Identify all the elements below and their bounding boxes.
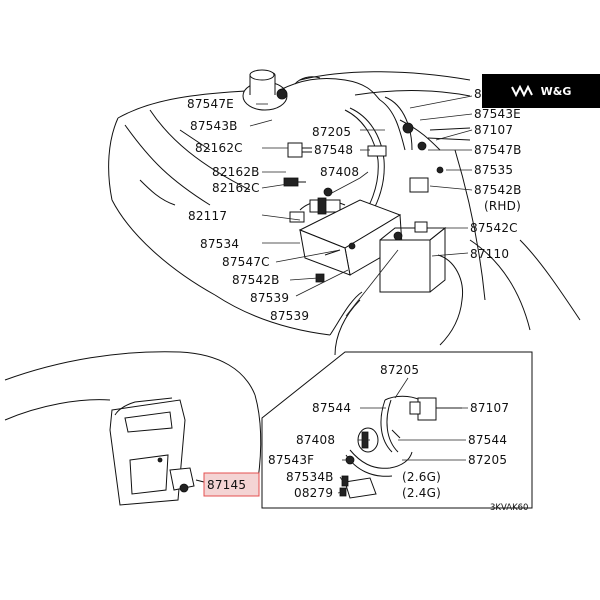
label-87548[interactable]: 87548 (314, 143, 353, 157)
label-87539-b[interactable]: 87539 (270, 309, 309, 323)
label-87205-b[interactable]: 87205 (380, 363, 419, 377)
label-87107-b[interactable]: 87107 (470, 401, 509, 415)
brand-logo-text: W&G (540, 84, 572, 98)
inset-solenoid-assembly (339, 395, 462, 499)
label-87534B[interactable]: 87534B (286, 470, 334, 484)
label-82117[interactable]: 82117 (188, 209, 227, 223)
label-87145-highlighted[interactable]: 87145 (207, 478, 246, 492)
highlight-box (203, 472, 260, 497)
label-87110[interactable]: 87110 (470, 247, 509, 261)
label-87542C[interactable]: 87542C (470, 221, 518, 235)
label-87547E[interactable]: 87547E (187, 97, 234, 111)
label-87205-c[interactable]: 87205 (468, 453, 507, 467)
leader-lines-upper (249, 95, 473, 317)
label-87535[interactable]: 87535 (474, 163, 513, 177)
label-rhd: (RHD) (484, 199, 521, 213)
label-87543B[interactable]: 87543B (190, 119, 238, 133)
label-82162C-b[interactable]: 82162C (212, 181, 260, 195)
leader-lines-inset (337, 377, 468, 494)
label-87542B-a[interactable]: 87542B (232, 273, 280, 287)
label-2-6g: (2.6G) (402, 470, 441, 484)
part-labels-upper: 87547E 87543B 82162C 82162B 82162C 82117… (187, 87, 522, 323)
label-87534[interactable]: 87534 (200, 237, 239, 251)
label-87542B-b[interactable]: 87542B (474, 183, 522, 197)
washer-reservoir (242, 69, 381, 111)
label-2-4g: (2.4G) (402, 486, 441, 500)
sensor-87145 (157, 457, 205, 493)
label-87408-b[interactable]: 87408 (296, 433, 335, 447)
label-87547B[interactable]: 87547B (474, 143, 522, 157)
zigzag-logo-icon (510, 85, 533, 97)
inset-detail-frame (261, 351, 533, 509)
label-87205-a[interactable]: 87205 (312, 125, 351, 139)
label-87544-b[interactable]: 87544 (468, 433, 507, 447)
label-82162B[interactable]: 82162B (212, 165, 260, 179)
fender-outline (4, 351, 262, 506)
label-87543E[interactable]: 87543E (474, 107, 521, 121)
sensor-cluster (283, 142, 346, 223)
label-87543F[interactable]: 87543F (268, 453, 314, 467)
label-87547C[interactable]: 87547C (222, 255, 270, 269)
part-labels-inset: 87205 87544 87107 87408 87544 87543F 872… (268, 363, 509, 500)
label-87539-a[interactable]: 87539 (250, 291, 289, 305)
mounting-bracket (298, 199, 447, 293)
brand-logo: W&G (482, 74, 600, 108)
label-87544-a[interactable]: 87544 (312, 401, 351, 415)
label-82162C-a[interactable]: 82162C (195, 141, 243, 155)
car-body-outline (108, 71, 581, 356)
label-08279[interactable]: 08279 (294, 486, 333, 500)
label-87107-a[interactable]: 87107 (474, 123, 513, 137)
diagram-code: 3KVAK60 (490, 503, 528, 513)
label-87408-a[interactable]: 87408 (320, 165, 359, 179)
